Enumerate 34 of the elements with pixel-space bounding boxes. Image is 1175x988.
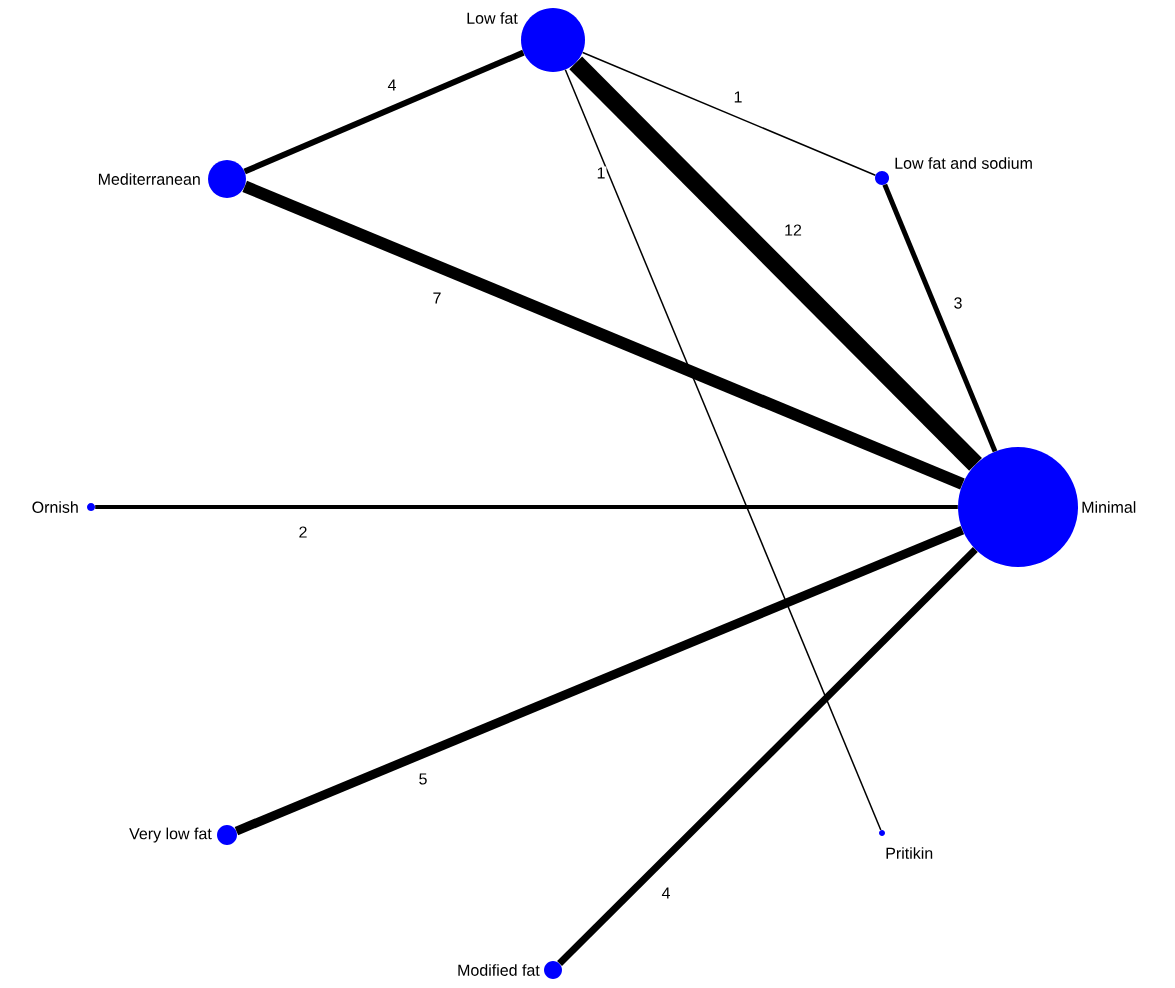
edge-label: 4 <box>386 78 398 92</box>
network-edge <box>882 183 998 453</box>
network-edge <box>242 180 965 490</box>
network-edge <box>95 505 958 509</box>
treatment-node: Pritikin <box>879 830 933 859</box>
node-label: Low fat <box>467 12 518 24</box>
network-edge <box>557 547 978 966</box>
treatment-node: Low fat and sodium <box>875 157 1032 185</box>
edge-label: 5 <box>417 772 429 786</box>
treatment-node: Low fat <box>467 8 585 72</box>
node-label: Ornish <box>32 501 78 513</box>
treatment-node: Very low fat <box>129 825 237 845</box>
network-edge <box>564 69 882 831</box>
network-edge <box>581 51 877 176</box>
edge-label: 2 <box>297 525 309 539</box>
node-label: Minimal <box>1082 501 1136 513</box>
treatment-node: Modified fat <box>458 961 562 979</box>
edge-label: 1 <box>595 166 607 180</box>
treatment-node: Minimal <box>958 447 1136 567</box>
network-edge <box>234 525 965 836</box>
edge-label: 4 <box>660 886 672 900</box>
node-label: Modified fat <box>458 964 540 976</box>
edge-label: 1 <box>732 90 744 104</box>
node-label: Pritikin <box>886 847 933 859</box>
edge-label: 3 <box>952 296 964 310</box>
edge-label: 12 <box>783 223 803 237</box>
node-label: Low fat and sodium <box>895 157 1032 169</box>
network-edge <box>569 56 982 471</box>
treatment-node: Mediterranean <box>98 160 246 198</box>
edge-label: 7 <box>431 291 443 305</box>
network-edge <box>243 49 525 175</box>
treatment-node: Ornish <box>32 501 95 513</box>
node-label: Very low fat <box>129 827 212 843</box>
node-label: Mediterranean <box>98 173 200 185</box>
